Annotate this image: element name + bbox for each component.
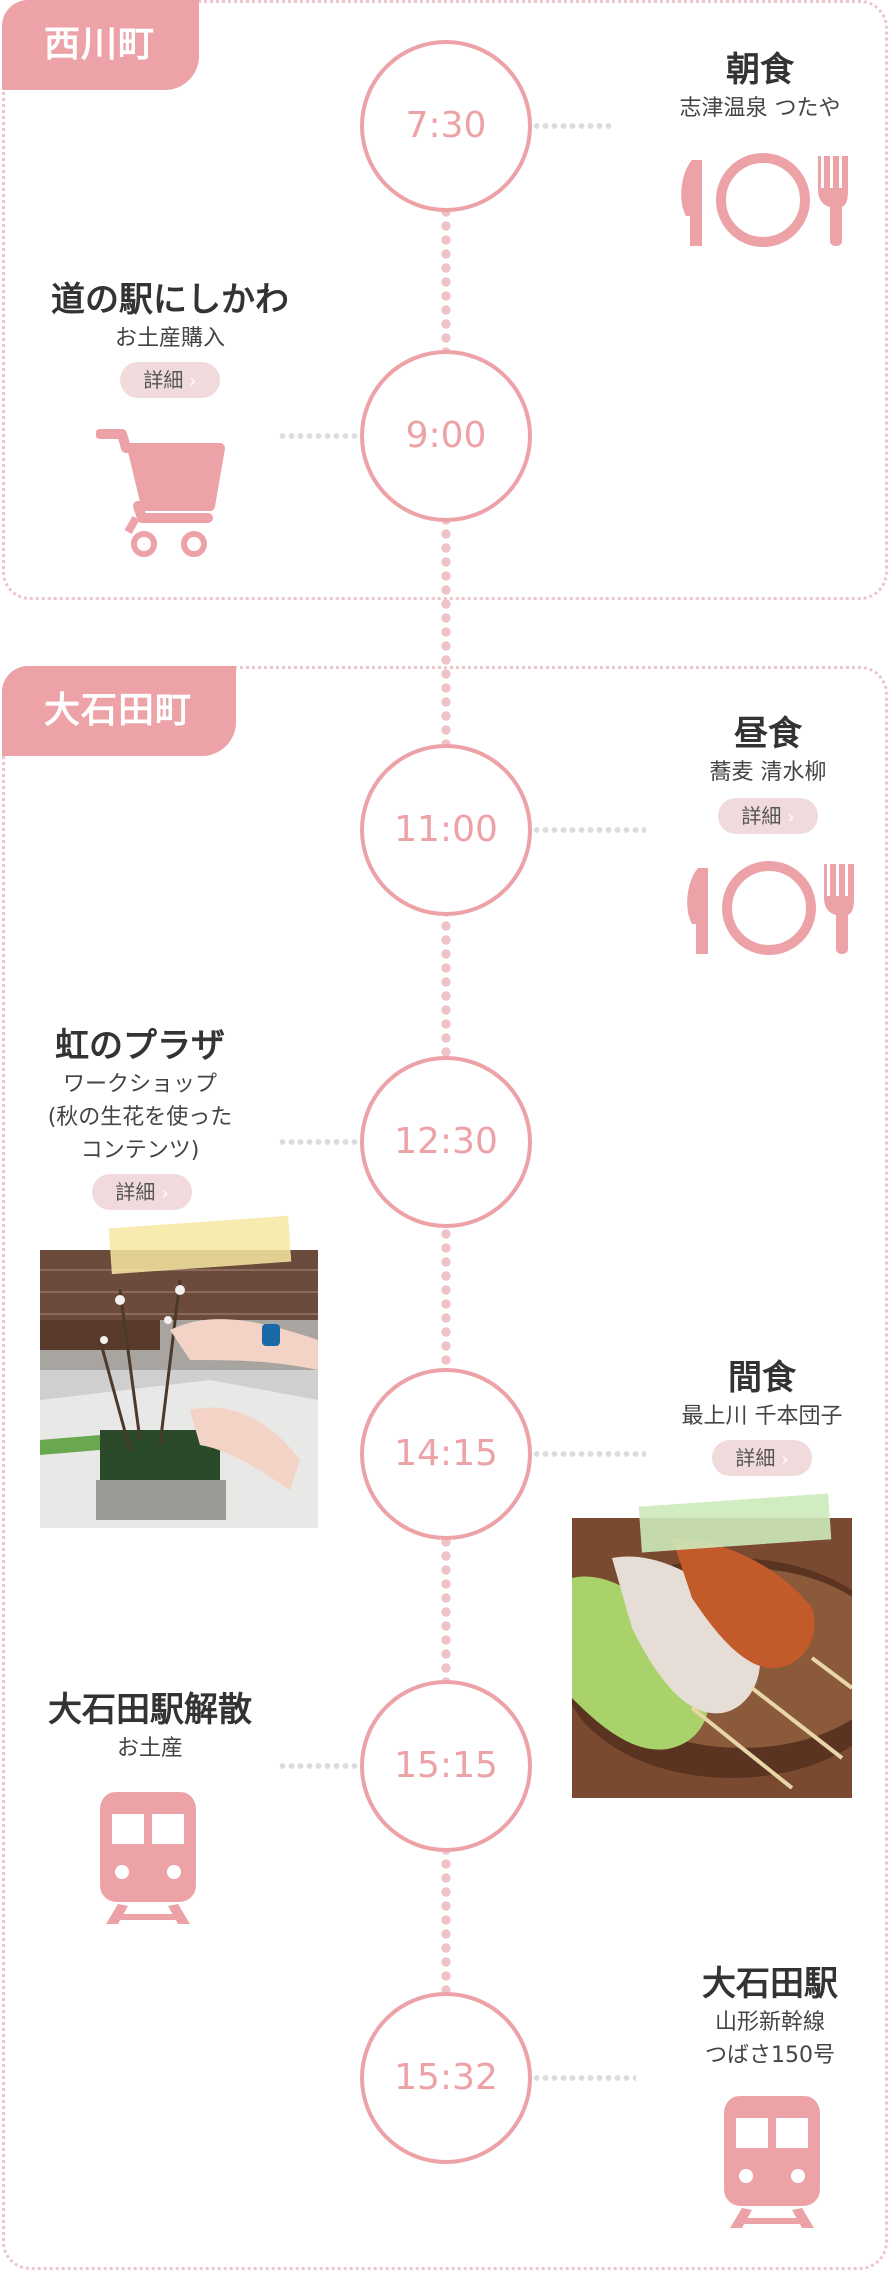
stop-sub-snack: 最上川 千本団子: [681, 1404, 843, 1429]
stop-sub-michinoeki: お土産購入: [114, 326, 225, 351]
detail-button-label: 詳細: [735, 1446, 776, 1470]
connector-0900: [278, 432, 360, 440]
tape-decoration: [108, 1215, 292, 1275]
shopping-cart-icon: [96, 429, 225, 557]
photo-dango: [572, 1518, 852, 1798]
stop-sub-oishida-station-1: 山形新幹線: [714, 2010, 825, 2035]
connector-0730: [532, 122, 614, 130]
stop-title-lunch: 昼食: [734, 714, 802, 754]
stop-sub-lunch: 蕎麦 清水柳: [709, 760, 827, 785]
area-tag-oishida: 大石田町: [2, 666, 237, 756]
detail-button-label: 詳細: [741, 804, 782, 828]
stop-sub-oishida-station-2: つばさ150号: [705, 2043, 835, 2068]
time-circle-1100: 11:00: [360, 744, 532, 916]
stop-sub-niji-plaza-3: コンテンツ): [80, 1138, 200, 1163]
connector-1532: [532, 2074, 636, 2082]
connector-1230: [278, 1138, 360, 1146]
detail-button-niji-plaza[interactable]: 詳細›: [92, 1174, 192, 1210]
stop-sub-niji-plaza-2: (秋の生花を使った: [47, 1105, 233, 1130]
chevron-right-icon: ›: [781, 1449, 789, 1470]
chevron-right-icon: ›: [161, 1183, 169, 1204]
restaurant-icon: [687, 861, 854, 955]
stop-title-niji-plaza: 虹のプラザ: [55, 1026, 225, 1066]
time-circle-1515: 15:15: [360, 1680, 532, 1852]
photo-flower-workshop: [40, 1250, 318, 1528]
stop-title-snack: 間食: [728, 1358, 796, 1398]
chevron-right-icon: ›: [787, 807, 795, 828]
stop-sub-oishida-dismiss: お土産: [116, 1736, 183, 1761]
stop-sub-breakfast: 志津温泉 つたや: [679, 96, 841, 121]
time-circle-1532: 15:32: [360, 1992, 532, 2164]
stop-title-oishida-station: 大石田駅: [702, 1964, 838, 2004]
connector-1515: [278, 1762, 360, 1770]
train-icon: [100, 1792, 196, 1924]
detail-button-snack[interactable]: 詳細›: [712, 1440, 812, 1476]
time-circle-0900: 9:00: [360, 350, 532, 522]
chevron-right-icon: ›: [189, 371, 197, 392]
area-tag-nishikawa: 西川町: [2, 0, 200, 90]
stop-title-oishida-dismiss: 大石田駅解散: [48, 1690, 252, 1730]
connector-1100: [532, 826, 646, 834]
connector-1415: [532, 1450, 646, 1458]
tape-decoration: [638, 1493, 832, 1553]
detail-button-michinoeki[interactable]: 詳細›: [120, 362, 220, 398]
detail-button-lunch[interactable]: 詳細›: [718, 798, 818, 834]
area-oishida: 大石田町: [2, 666, 888, 2270]
time-circle-1415: 14:15: [360, 1368, 532, 1540]
restaurant-icon: [681, 153, 848, 247]
detail-button-label: 詳細: [115, 1180, 156, 1204]
stop-title-breakfast: 朝食: [726, 50, 794, 90]
stop-sub-niji-plaza-1: ワークショップ: [62, 1072, 217, 1097]
train-icon: [724, 2096, 820, 2228]
stop-title-michinoeki: 道の駅にしかわ: [51, 280, 289, 320]
time-circle-0730: 7:30: [360, 40, 532, 212]
time-circle-1230: 12:30: [360, 1056, 532, 1228]
detail-button-label: 詳細: [143, 368, 184, 392]
